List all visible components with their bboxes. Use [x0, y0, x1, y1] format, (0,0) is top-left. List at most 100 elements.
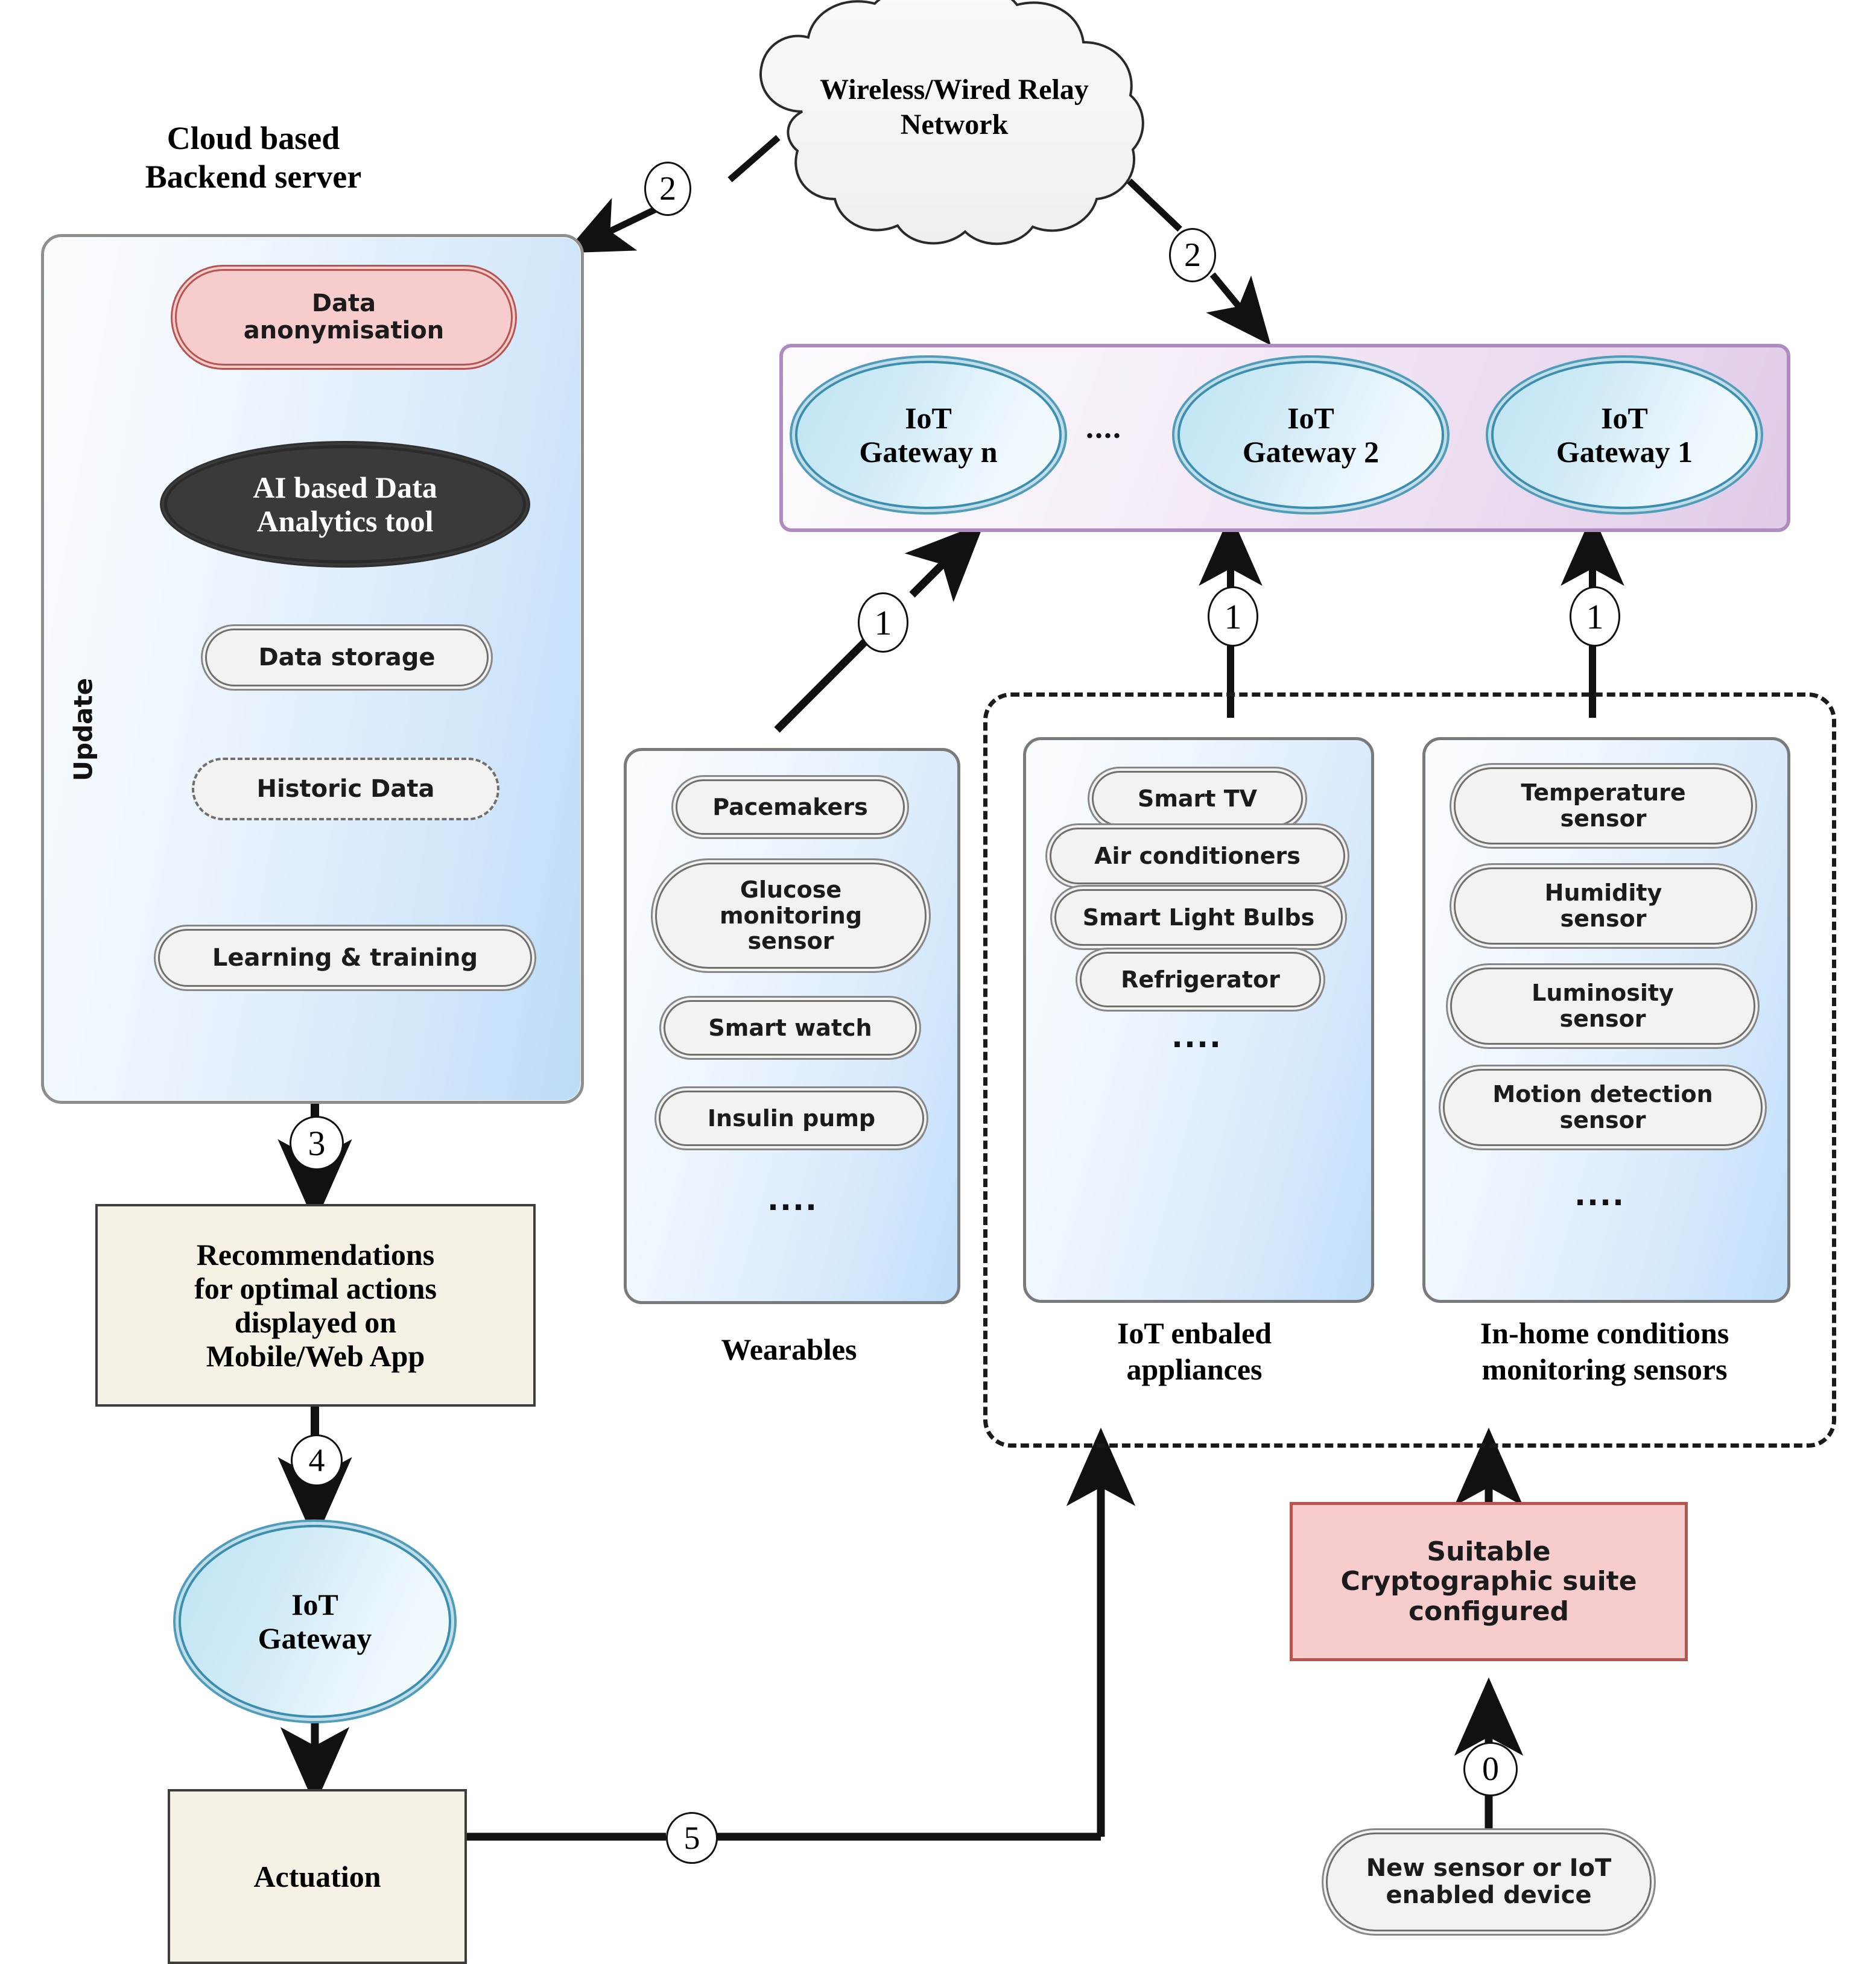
wearables-item-pacemakers-label: Pacemakers [712, 793, 868, 820]
wearables-glucose-line3: sensor [747, 928, 834, 955]
iot-gateway-1-line1: IoT [1601, 401, 1648, 435]
wearables-glucose-line1: Glucose [740, 876, 842, 904]
seq-badge-4-text: 4 [308, 1442, 325, 1478]
update-label: Update [69, 639, 98, 820]
iot-gateway-1-node[interactable]: IoT Gateway 1 [1491, 361, 1758, 509]
appliances-item-refrigerator-label: Refrigerator [1121, 966, 1280, 993]
link-actuation-to-devices [466, 1427, 1136, 1841]
new-device-node[interactable]: New sensor or IoT enabled device [1326, 1833, 1652, 1931]
sensors-temperature-line1: Temperature [1521, 779, 1686, 806]
new-device-line1: New sensor or IoT [1366, 1854, 1612, 1883]
cloud-label-line1: Wireless/Wired Relay [820, 74, 1089, 106]
recommendations-line2: for optimal actions [194, 1272, 437, 1305]
seq-badge-3-text: 3 [308, 1123, 326, 1163]
appliances-caption: IoT enbaled appliances [1013, 1315, 1375, 1387]
iot-gateway-output-line2: Gateway [258, 1621, 372, 1655]
iot-gateway-2-node[interactable]: IoT Gateway 2 [1177, 361, 1444, 509]
wearables-item-glucose[interactable]: Glucose monitoring sensor [655, 863, 927, 969]
actuation-box[interactable]: Actuation [168, 1789, 467, 1964]
sensors-item-luminosity[interactable]: Luminosity sensor [1450, 968, 1755, 1045]
iot-gateway-n-node[interactable]: IoT Gateway n [795, 361, 1062, 509]
sensors-motion-line1: Motion detection [1492, 1081, 1713, 1108]
recommendations-line4: Mobile/Web App [206, 1339, 425, 1373]
new-device-line2: enabled device [1386, 1881, 1592, 1909]
crypto-suite-box[interactable]: Suitable Cryptographic suite configured [1290, 1502, 1688, 1661]
wearables-item-smartwatch-label: Smart watch [708, 1014, 872, 1041]
crypto-line1: Suitable [1427, 1536, 1551, 1568]
sensors-luminosity-line1: Luminosity [1532, 980, 1674, 1007]
sensors-caption: In-home conditions monitoring sensors [1387, 1315, 1822, 1387]
wearables-item-pacemakers[interactable]: Pacemakers [676, 779, 905, 835]
appliances-item-smarttv[interactable]: Smart TV [1092, 771, 1303, 826]
iot-gateway-output-line1: IoT [291, 1588, 338, 1621]
page-title: Cloud based Backend server [90, 119, 416, 196]
appliances-ellipsis-text: .... [1171, 1019, 1222, 1054]
page-title-line2: Backend server [145, 158, 362, 195]
seq-badge-2b-text: 2 [1184, 236, 1201, 274]
ai-analytics-line2: Analytics tool [256, 504, 434, 538]
seq-badge-5: 5 [666, 1812, 718, 1864]
learning-training-node[interactable]: Learning & training [158, 929, 532, 987]
seq-badge-1b-text: 1 [1224, 597, 1242, 636]
iot-gateway-1-line2: Gateway 1 [1556, 435, 1693, 469]
recommendations-line3: displayed on [234, 1305, 397, 1339]
sensors-item-motion[interactable]: Motion detection sensor [1443, 1069, 1763, 1146]
recommendations-line1: Recommendations [196, 1238, 435, 1272]
seq-badge-0: 0 [1463, 1742, 1518, 1796]
wearables-ellipsis: .... [767, 1182, 818, 1217]
sensors-humidity-line2: sensor [1560, 905, 1647, 932]
iot-gateway-n-line1: IoT [905, 401, 952, 435]
sensors-item-humidity[interactable]: Humidity sensor [1454, 867, 1753, 945]
ai-analytics-tool-node[interactable]: AI based Data Analytics tool [164, 445, 526, 563]
wearables-ellipsis-text: .... [767, 1182, 818, 1217]
data-anonymisation-node[interactable]: Data anonymisation [175, 269, 513, 366]
learning-training-label: Learning & training [212, 943, 478, 972]
appliances-item-smartlightbulbs[interactable]: Smart Light Bulbs [1054, 889, 1343, 946]
relay-network-cloud [759, 0, 1144, 246]
seq-badge-2a-text: 2 [659, 170, 676, 207]
appliances-item-refrigerator[interactable]: Refrigerator [1080, 952, 1321, 1007]
appliances-ellipsis: .... [1171, 1019, 1222, 1054]
actuation-label: Actuation [253, 1860, 381, 1893]
appliances-item-smarttv-label: Smart TV [1137, 785, 1258, 812]
sensors-item-temperature[interactable]: Temperature sensor [1454, 767, 1753, 844]
seq-badge-5-text: 5 [683, 1820, 700, 1856]
arrow-wearables-to-gateway [774, 522, 985, 733]
historic-data-node[interactable]: Historic Data [192, 758, 499, 820]
appliances-item-airconditioners-label: Air conditioners [1094, 842, 1301, 869]
sensors-humidity-line1: Humidity [1544, 879, 1662, 907]
seq-badge-1c-text: 1 [1586, 597, 1604, 636]
sensors-luminosity-line2: sensor [1559, 1006, 1646, 1032]
wearables-caption-text: Wearables [721, 1332, 857, 1366]
appliances-item-smartlightbulbs-label: Smart Light Bulbs [1082, 904, 1315, 931]
gateway-ellipsis: .... [1086, 410, 1122, 446]
cloud-label-line2: Network [900, 108, 1009, 141]
gateway-ellipsis-text: .... [1086, 411, 1122, 445]
seq-badge-2b: 2 [1169, 228, 1216, 282]
data-anonymisation-line2: anonymisation [243, 317, 445, 344]
data-storage-node[interactable]: Data storage [205, 629, 489, 686]
seq-badge-0-text: 0 [1482, 1750, 1499, 1788]
seq-badge-3: 3 [290, 1116, 344, 1170]
wearables-caption: Wearables [624, 1332, 954, 1367]
crypto-line3: configured [1408, 1595, 1570, 1627]
wearables-item-smartwatch[interactable]: Smart watch [664, 1000, 917, 1056]
sensors-ellipsis: .... [1574, 1177, 1625, 1212]
wearables-item-insulinpump[interactable]: Insulin pump [659, 1091, 924, 1146]
data-anonymisation-line1: Data [311, 290, 376, 318]
update-label-text: Update [68, 677, 98, 782]
appliances-item-airconditioners[interactable]: Air conditioners [1050, 828, 1345, 884]
appliances-caption-line1: IoT enbaled [1117, 1316, 1272, 1350]
iot-gateway-2-line2: Gateway 2 [1242, 435, 1380, 469]
recommendations-box[interactable]: Recommendations for optimal actions disp… [95, 1204, 536, 1407]
page-title-line1: Cloud based [166, 120, 340, 156]
historic-data-label: Historic Data [256, 775, 435, 803]
seq-badge-2a: 2 [644, 162, 691, 216]
iot-gateway-output-node[interactable]: IoT Gateway [179, 1525, 451, 1718]
wearables-item-insulinpump-label: Insulin pump [707, 1104, 876, 1132]
iot-gateway-n-line2: Gateway n [859, 435, 998, 469]
seq-badge-1c: 1 [1570, 586, 1620, 647]
seq-badge-1a-text: 1 [874, 603, 892, 642]
sensors-caption-line2: monitoring sensors [1481, 1352, 1728, 1386]
